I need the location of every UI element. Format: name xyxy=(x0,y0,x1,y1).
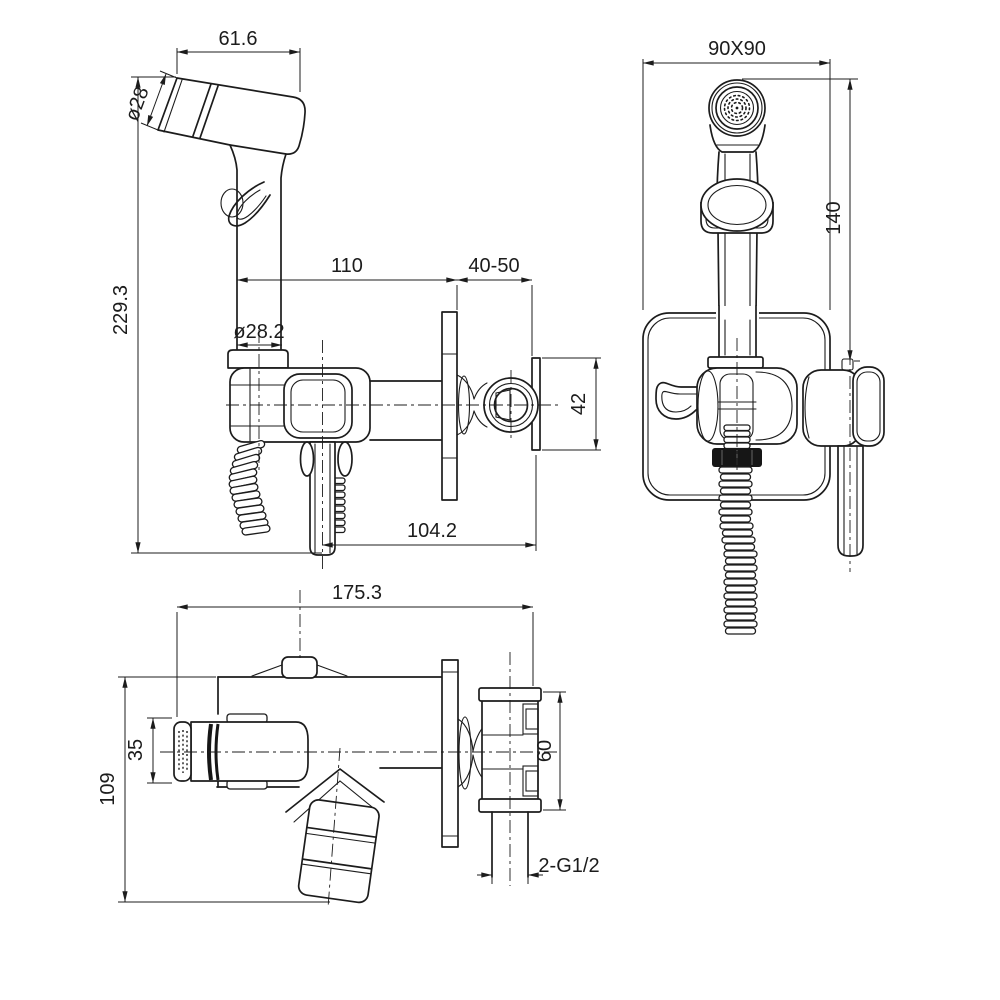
body-arm xyxy=(216,656,443,788)
mixer-lever xyxy=(837,445,864,557)
front-view: 90X90 140 xyxy=(642,38,885,635)
dim-base-depth: 104.2 xyxy=(407,520,457,542)
dim-valve-height: 60 xyxy=(534,740,556,762)
sprayer-handle xyxy=(229,144,287,351)
sprayer-head xyxy=(157,77,306,155)
dim-reach: 110 xyxy=(331,255,363,277)
concealed-valve xyxy=(456,357,541,451)
trigger-hook xyxy=(220,181,271,227)
dim-sprayer-height: 140 xyxy=(823,201,845,234)
centerlines xyxy=(160,590,560,909)
side-view: 61.6 ø28 229.3 110 40-50 ø28.2 42 104.2 xyxy=(110,28,601,572)
dim-head-diameter: ø28 xyxy=(121,84,153,124)
dim-head-length: 61.6 xyxy=(219,28,258,50)
front-dimensions: 90X90 140 xyxy=(642,38,860,362)
holder-bracket xyxy=(227,349,443,443)
front-hose xyxy=(712,424,762,635)
sprayer-front-head xyxy=(708,79,766,153)
valve-lever xyxy=(309,441,336,556)
shower-hose xyxy=(228,439,271,536)
spray-face-dots xyxy=(723,94,751,122)
top-dimensions: 175.3 35 109 60 2-G1/2 xyxy=(97,582,600,903)
dim-wall-range: 40-50 xyxy=(468,255,519,277)
sprayer-front-handle xyxy=(700,151,774,314)
mixer-lever-top xyxy=(285,768,385,904)
valve-body-top xyxy=(457,687,542,878)
holder-post xyxy=(281,656,318,679)
dim-overall-height: 229.3 xyxy=(110,285,132,335)
mounting-plate-top xyxy=(441,659,459,848)
wall-plate xyxy=(441,311,458,501)
holder-block xyxy=(696,367,798,445)
handle-collar xyxy=(707,356,764,369)
centerlines xyxy=(226,330,560,572)
dim-thread-spec: 2-G1/2 xyxy=(538,855,599,877)
side-dimensions: 61.6 ø28 229.3 110 40-50 ø28.2 42 104.2 xyxy=(110,28,601,554)
holder-ring xyxy=(700,178,774,232)
hose-connectors xyxy=(299,441,353,477)
dim-handle-diameter: ø28.2 xyxy=(233,321,284,343)
centerlines xyxy=(736,338,851,572)
wall-hook xyxy=(655,381,701,420)
top-view: 175.3 35 109 60 2-G1/2 xyxy=(97,582,600,909)
dim-overall-width: 109 xyxy=(97,772,119,805)
dim-nozzle-diameter: 35 xyxy=(125,739,147,761)
dim-outlet-height: 42 xyxy=(568,393,590,415)
dim-overall-depth: 175.3 xyxy=(332,582,382,604)
spray-head-top xyxy=(173,713,309,790)
dim-plate-size: 90X90 xyxy=(708,38,766,60)
mixer-valve xyxy=(802,358,885,557)
